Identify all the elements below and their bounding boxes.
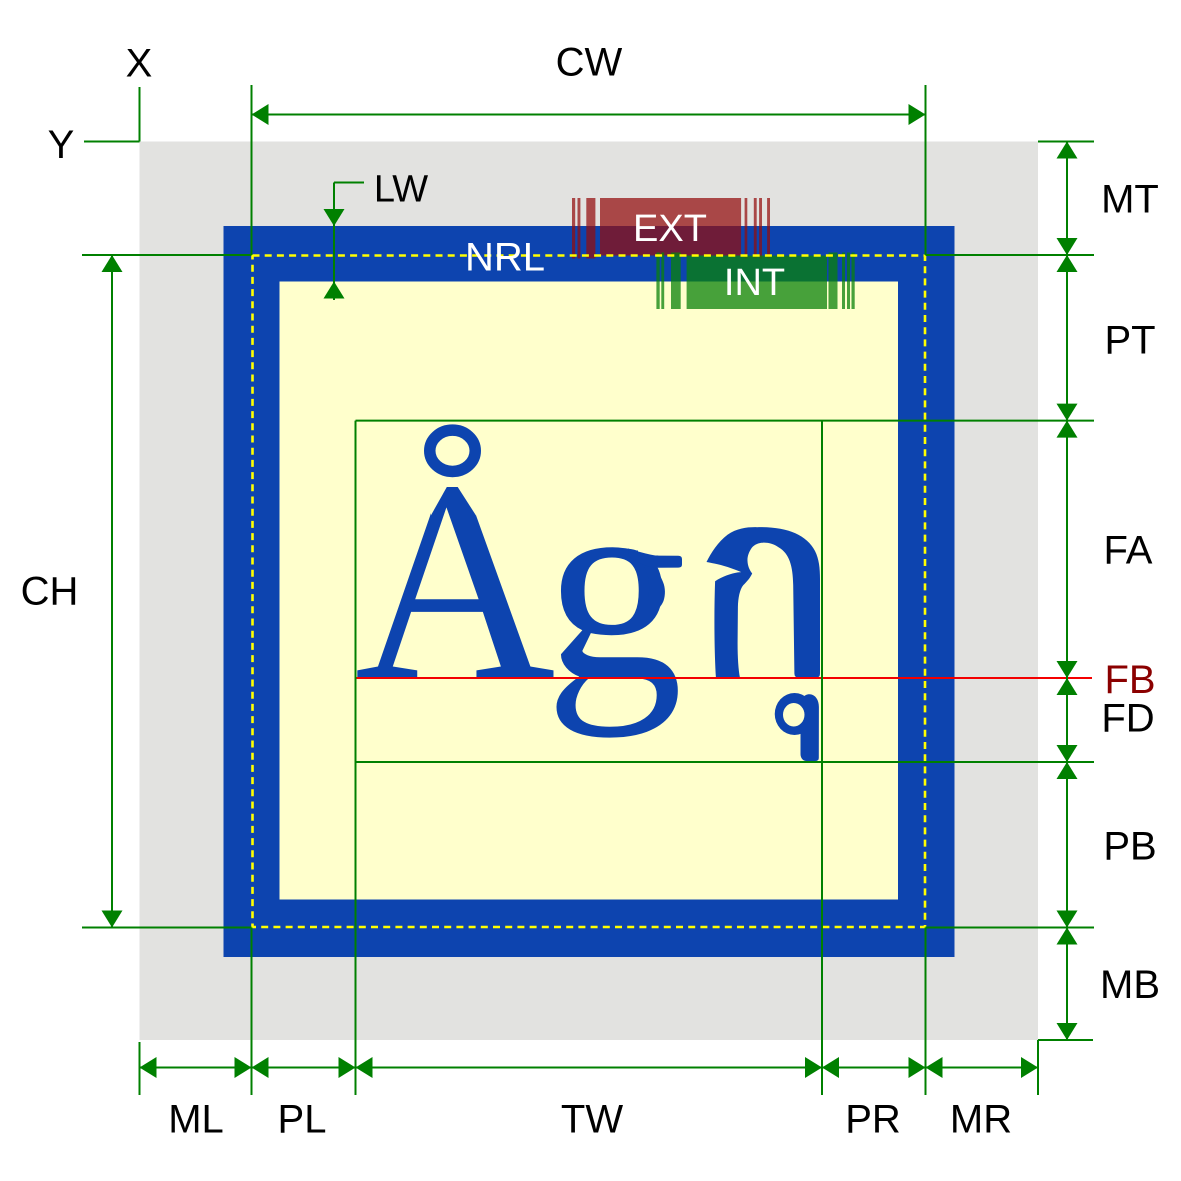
svg-text:MT: MT bbox=[1101, 178, 1159, 222]
svg-text:PT: PT bbox=[1104, 319, 1155, 363]
svg-text:TW: TW bbox=[561, 1098, 623, 1142]
svg-text:EXT: EXT bbox=[633, 208, 707, 250]
svg-text:PR: PR bbox=[845, 1098, 901, 1142]
svg-text:CW: CW bbox=[556, 41, 623, 85]
svg-text:X: X bbox=[126, 42, 153, 86]
svg-text:CH: CH bbox=[21, 570, 79, 614]
svg-text:FA: FA bbox=[1104, 529, 1153, 573]
svg-text:FD: FD bbox=[1101, 697, 1154, 741]
svg-text:MR: MR bbox=[950, 1098, 1012, 1142]
svg-text:NRL: NRL bbox=[465, 236, 545, 280]
svg-text:PL: PL bbox=[278, 1098, 327, 1142]
svg-text:Y: Y bbox=[48, 123, 75, 167]
svg-text:MB: MB bbox=[1100, 963, 1160, 1007]
svg-text:INT: INT bbox=[724, 262, 785, 304]
svg-text:ML: ML bbox=[168, 1098, 224, 1142]
svg-text:PB: PB bbox=[1103, 825, 1156, 869]
svg-text:LW: LW bbox=[374, 169, 428, 211]
svg-text:FB: FB bbox=[1104, 658, 1155, 702]
